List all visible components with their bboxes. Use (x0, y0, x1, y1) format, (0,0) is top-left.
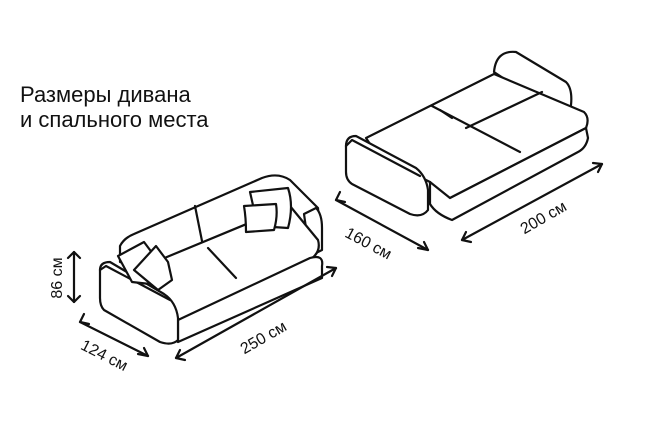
sofa-front-base (176, 255, 324, 344)
seat-seam (206, 246, 238, 280)
sofa-height-dimension: 86 см (49, 250, 82, 304)
diagram-title: Размеры дивана и спального места (20, 82, 280, 132)
sofa-height-label: 86 см (49, 257, 66, 298)
title-line-1: Размеры дивана (20, 82, 191, 107)
mattress-seam-3 (438, 108, 454, 120)
bed-front-armrest-top (344, 138, 422, 178)
mattress-seam-2 (464, 90, 544, 130)
bed-length-label: 200 см (518, 198, 570, 238)
sofa-left-armrest (98, 260, 180, 345)
pillow-right-front (242, 202, 278, 234)
bed-width-label: 160 см (342, 225, 394, 264)
bed-front-edge (428, 126, 590, 222)
sofa-bed (344, 50, 590, 222)
bed-front-armrest (344, 134, 430, 217)
backrest-seam (193, 204, 205, 248)
sofa-width-label: 250 см (238, 318, 290, 358)
left-armrest-top (98, 264, 172, 302)
folded-sofa (98, 174, 324, 345)
pillow-left-front (132, 244, 174, 292)
title-line-2: и спального места (20, 107, 209, 132)
